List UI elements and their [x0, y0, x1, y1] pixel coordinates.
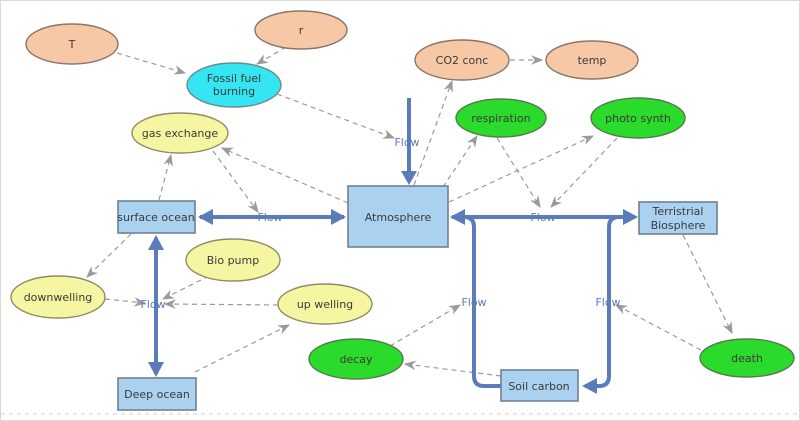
stock-deep-ocean[interactable]: Deep ocean	[117, 377, 197, 411]
link-atmosphere-to-co2-conc	[413, 79, 453, 186]
variable-photo-synth-label: photo synth	[605, 112, 671, 125]
flow-label-surface-atmosphere[interactable]: Flow	[257, 211, 282, 224]
flow-surface-deep-up-arrowhead	[148, 235, 164, 250]
stock-soil-carbon[interactable]: Soil carbon	[500, 369, 579, 402]
stock-soil-carbon-label: Soil carbon	[508, 380, 569, 393]
link-decay-to-soil-atm-flow	[389, 304, 462, 347]
variable-r[interactable]: r	[254, 10, 348, 50]
flow-soil-atmosphere-pipe[interactable]	[463, 215, 501, 388]
link-surface-ocean-to-gas-exchange	[158, 153, 173, 201]
variable-co2-conc-label: CO2 conc	[436, 54, 489, 67]
link-bio-pump-to-surface-deep-flow	[161, 275, 210, 300]
flow-terrestrial-soil-pipe[interactable]	[585, 215, 620, 388]
variable-downwelling-label: downwelling	[24, 291, 93, 304]
link-downwelling-to-surface-deep-flow	[104, 297, 147, 307]
stock-surface-ocean[interactable]: surface ocean	[117, 200, 196, 234]
link-death-to-terr-soil-flow	[614, 304, 702, 351]
stock-terrestrial-biosphere[interactable]: Terristrial Biosphere	[638, 201, 718, 235]
variable-up-welling[interactable]: up welling	[277, 283, 373, 325]
flow-atm-terr-left-arrowhead	[450, 209, 465, 225]
variable-up-welling-label: up welling	[297, 298, 353, 311]
variable-respiration-label: respiration	[471, 112, 530, 125]
variable-photo-synth[interactable]: photo synth	[590, 97, 686, 139]
stock-terrestrial-biosphere-label-line2: Biosphere	[651, 219, 706, 232]
flow-label-atmosphere-terrestrial[interactable]: Flow	[530, 211, 555, 224]
variable-fossil-fuel-burning[interactable]: Fossil fuel burning	[186, 62, 282, 108]
flow-label-emissions[interactable]: Flow	[394, 136, 419, 149]
flow-surface-deep-down-arrowhead	[148, 362, 164, 377]
link-photo-synth-to-atm-terr-flow	[550, 137, 618, 208]
variable-death-label: death	[731, 352, 763, 365]
variable-co2-conc[interactable]: CO2 conc	[414, 39, 510, 81]
variable-decay-label: decay	[339, 353, 373, 366]
link-respiration-to-atm-terr-flow	[496, 137, 541, 209]
flow-emissions-arrowhead	[401, 171, 417, 185]
flow-surface-atm-right-arrowhead	[331, 209, 346, 225]
variable-fossil-fuel-burning-label-line2: burning	[213, 85, 255, 98]
link-t-to-fossil-fuel-burning	[116, 52, 187, 75]
variable-decay[interactable]: decay	[308, 338, 404, 380]
variable-temp-label: temp	[578, 54, 607, 67]
variable-r-label: r	[299, 24, 304, 37]
variable-fossil-fuel-burning-label-line1: Fossil fuel	[207, 72, 261, 85]
variable-respiration[interactable]: respiration	[455, 98, 547, 138]
stock-terrestrial-biosphere-label-line1: Terristrial	[652, 205, 704, 218]
link-gas-exchange-to-surface-atm-flow	[212, 150, 259, 213]
flows-layer	[148, 98, 638, 394]
link-up-welling-to-surface-deep-flow	[163, 299, 279, 309]
link-soil-carbon-to-decay	[403, 360, 502, 377]
flow-label-soil-atmosphere[interactable]: Flow	[461, 296, 486, 309]
stock-deep-ocean-label: Deep ocean	[124, 388, 190, 401]
stock-atmosphere-label: Atmosphere	[365, 211, 432, 224]
variable-death[interactable]: death	[699, 338, 795, 378]
link-fossil-fuel-burning-to-emissions-flow	[276, 93, 396, 139]
variable-gas-exchange-label: gas exchange	[142, 127, 219, 140]
flow-terr-soil-arrowhead	[582, 378, 597, 394]
stock-surface-ocean-label: surface ocean	[117, 211, 194, 224]
stock-atmosphere[interactable]: Atmosphere	[347, 185, 449, 248]
variable-downwelling[interactable]: downwelling	[10, 275, 106, 319]
flow-atm-terr-right-arrowhead	[623, 209, 638, 225]
link-atmosphere-to-gas-exchange	[220, 147, 349, 204]
link-surface-ocean-to-downwelling	[86, 233, 132, 278]
variable-gas-exchange[interactable]: gas exchange	[131, 112, 229, 154]
flow-surface-atm-left-arrowhead	[198, 209, 213, 225]
variable-t-label: T	[68, 38, 76, 51]
link-r-to-fossil-fuel-burning	[255, 46, 287, 65]
flow-label-surface-deep[interactable]: Flow	[140, 298, 165, 311]
variable-bio-pump[interactable]: Bio pump	[185, 238, 281, 282]
link-atmosphere-to-respiration	[442, 135, 478, 188]
variable-temp[interactable]: temp	[545, 40, 639, 80]
link-deep-ocean-to-up-welling	[194, 324, 291, 373]
influence-links	[86, 46, 733, 377]
variable-t[interactable]: T	[25, 23, 119, 65]
flow-label-terrestrial-soil[interactable]: Flow	[595, 296, 620, 309]
variable-bio-pump-label: Bio pump	[207, 254, 259, 267]
link-terrestrial-to-death	[682, 234, 733, 335]
